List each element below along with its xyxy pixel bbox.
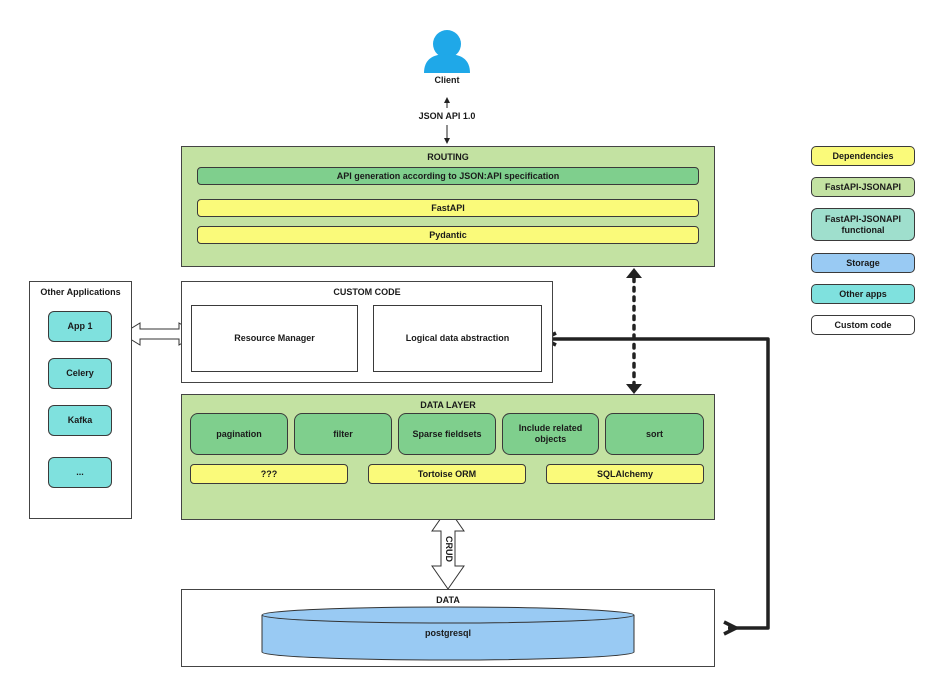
dotted-arrow-head-bottom bbox=[626, 384, 642, 394]
feature-pagination: pagination bbox=[190, 413, 288, 455]
data-box: DATA bbox=[181, 589, 715, 667]
routing-title: ROUTING bbox=[427, 152, 469, 162]
routing-item-fastapi: FastAPI bbox=[197, 199, 699, 217]
data-layer-title: DATA LAYER bbox=[420, 400, 476, 410]
dotted-arrow-head-top bbox=[626, 268, 642, 278]
app-item-app1: App 1 bbox=[48, 311, 112, 342]
orm-unknown: ??? bbox=[190, 464, 348, 484]
user-icon bbox=[424, 30, 470, 73]
protocol-label: JSON API 1.0 bbox=[400, 111, 494, 121]
logical-postgres-connector bbox=[552, 337, 770, 630]
app-item-kafka: Kafka bbox=[48, 405, 112, 436]
legend-fastapi-jsonapi-functional: FastAPI-JSONAPI functional bbox=[811, 208, 915, 241]
other-apps-title: Other Applications bbox=[40, 287, 121, 297]
database-label: postgresql bbox=[424, 628, 471, 638]
data-title: DATA bbox=[436, 595, 460, 605]
feature-filter: filter bbox=[294, 413, 392, 455]
client-label: Client bbox=[434, 75, 460, 85]
routing-item-api-generation: API generation according to JSON:API spe… bbox=[197, 167, 699, 185]
legend-custom-code: Custom code bbox=[811, 315, 915, 335]
logical-data-abstraction-box: Logical data abstraction bbox=[373, 305, 542, 372]
custom-code-title: CUSTOM CODE bbox=[333, 287, 401, 297]
legend-dependencies: Dependencies bbox=[811, 146, 915, 166]
orm-sqlalchemy: SQLAlchemy bbox=[546, 464, 704, 484]
legend-fastapi-jsonapi: FastAPI-JSONAPI bbox=[811, 177, 915, 197]
connector-arrow-right bbox=[723, 620, 738, 636]
legend-other-apps: Other apps bbox=[811, 284, 915, 304]
app-item-more: ... bbox=[48, 457, 112, 488]
crud-label: CRUD bbox=[444, 536, 454, 562]
app-item-celery: Celery bbox=[48, 358, 112, 389]
orm-tortoise: Tortoise ORM bbox=[368, 464, 526, 484]
feature-include-related: Include related objects bbox=[502, 413, 599, 455]
legend-storage: Storage bbox=[811, 253, 915, 273]
database-cylinder bbox=[261, 606, 635, 661]
routing-item-pydantic: Pydantic bbox=[197, 226, 699, 244]
resource-manager-box: Resource Manager bbox=[191, 305, 358, 372]
feature-sort: sort bbox=[605, 413, 704, 455]
feature-sparse-fieldsets: Sparse fieldsets bbox=[398, 413, 496, 455]
